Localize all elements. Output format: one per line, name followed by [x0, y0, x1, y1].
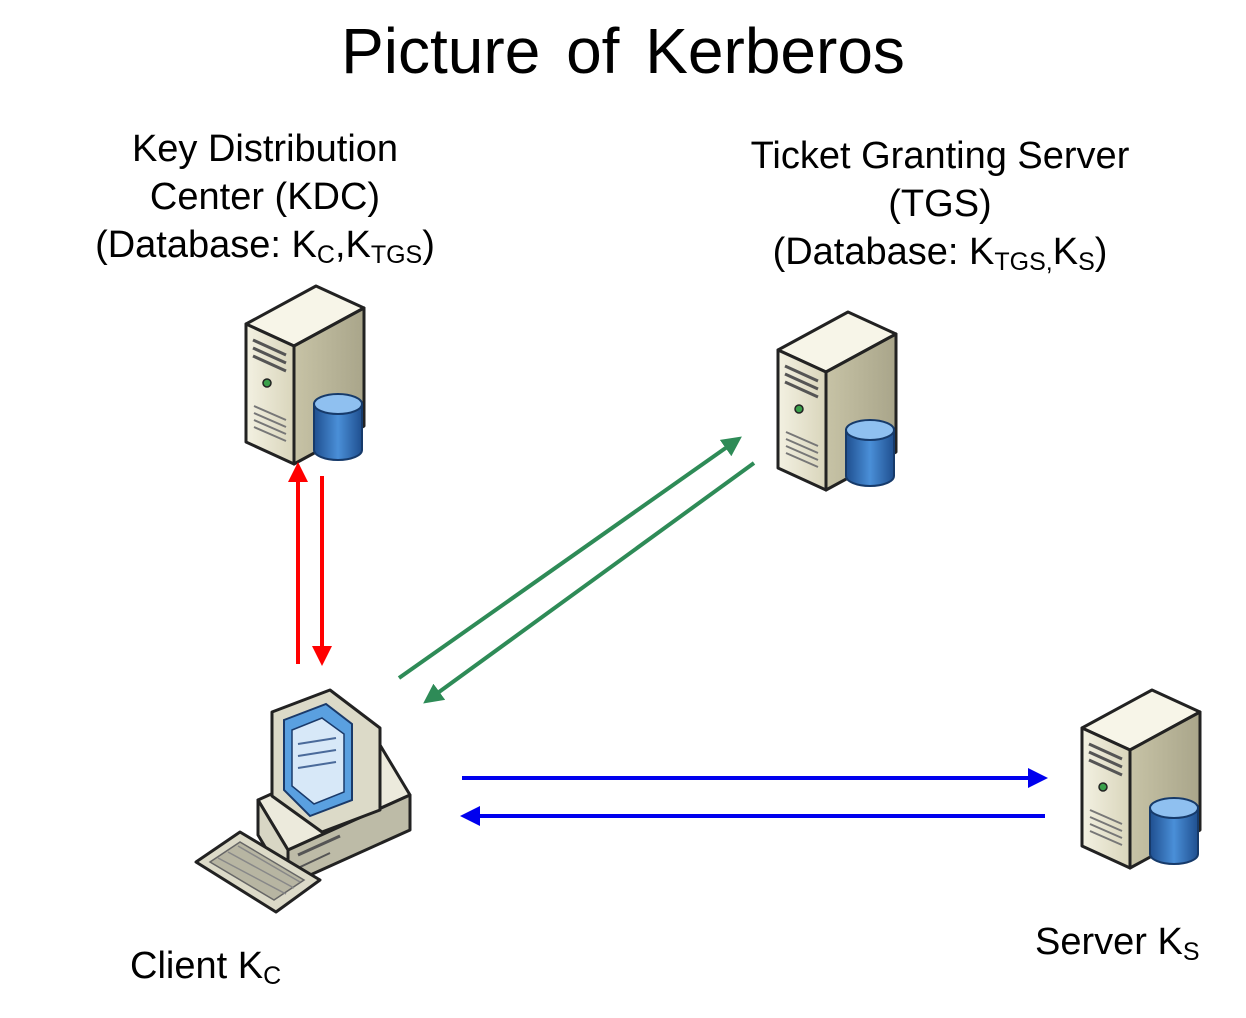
server-label: Server KS [1035, 921, 1200, 966]
kdc-server-icon [244, 284, 366, 466]
tgs-label-line1: Ticket Granting Server [750, 135, 1130, 177]
tgs-server-icon [776, 310, 898, 492]
kdc-label: Key Distribution Center (KDC) (Database:… [60, 125, 470, 269]
tgs-to-client-arrow [423, 461, 756, 704]
kdc-label-line2: Center (KDC) [149, 176, 381, 218]
kdc-label-line1: Key Distribution [131, 128, 399, 170]
page-title: Picture of Kerberos [341, 15, 905, 87]
desktop-computer-icon [194, 688, 412, 914]
client-to-tgs-arrow [397, 436, 742, 680]
client-label: Client KC [130, 945, 282, 990]
tgs-database-keys: (Database: KTGS,KS) [772, 231, 1108, 276]
server-icon [1080, 688, 1202, 870]
kdc-database-keys: (Database: KC,KTGS) [95, 224, 435, 269]
tgs-label-line2: (TGS) [888, 183, 992, 225]
tgs-label: Ticket Granting Server (TGS) (Database: … [690, 132, 1190, 276]
